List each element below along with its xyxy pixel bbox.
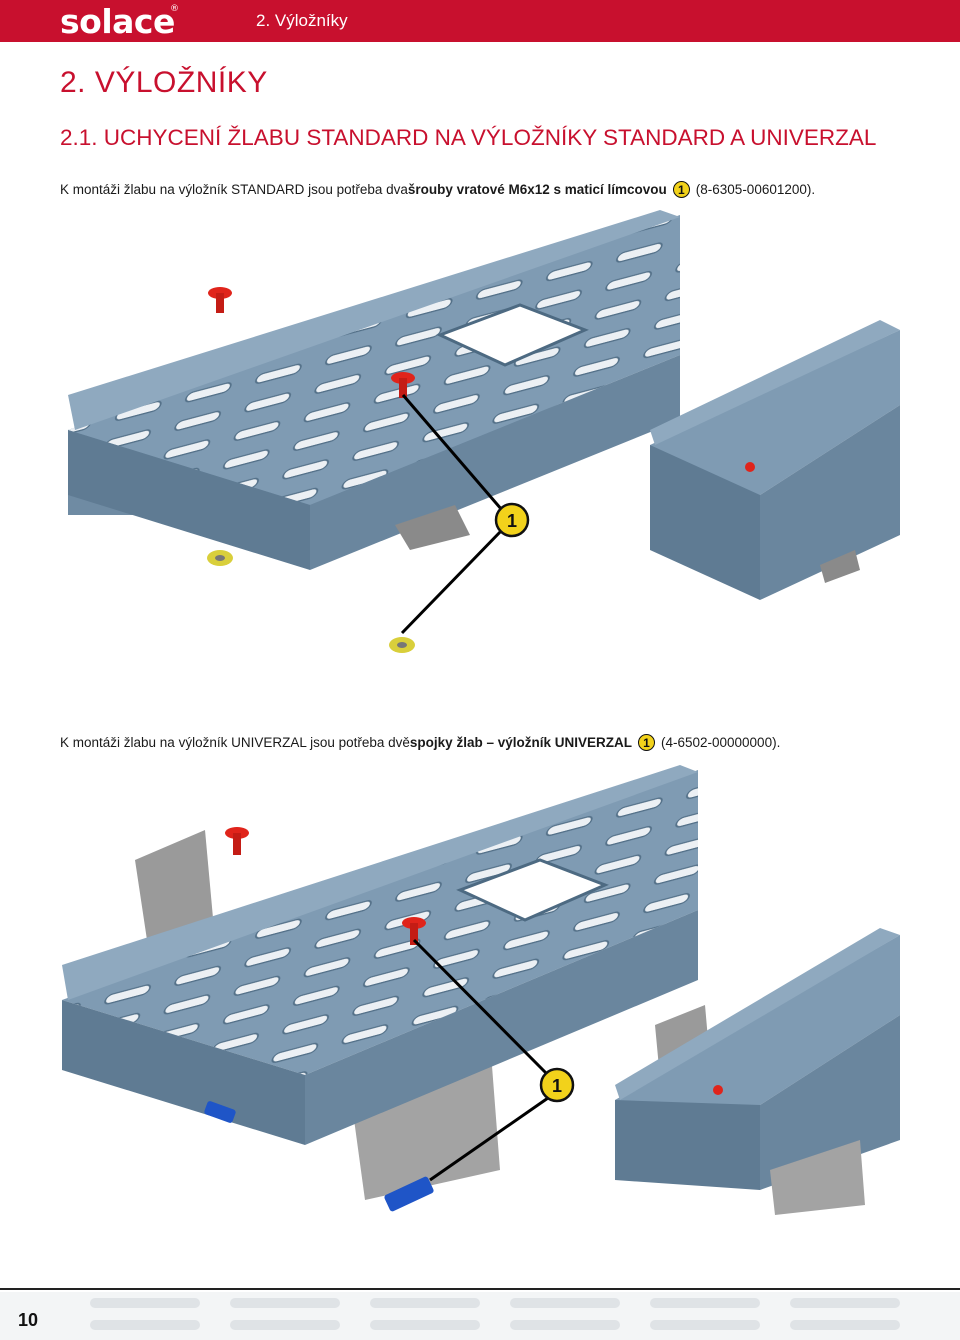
paragraph-bold: spojky žlab – výložník UNIVERZAL <box>409 735 632 750</box>
section-title: 2.1. UCHYCENÍ ŽLABU STANDARD NA VÝLOŽNÍK… <box>60 125 877 150</box>
callout-number: 1 <box>552 1076 562 1096</box>
tray-back-lip <box>68 210 680 430</box>
paragraph-univerzal: K montáži žlabu na výložník UNIVERZAL js… <box>60 734 780 751</box>
paragraph-text: K montáži žlabu na výložník STANDARD jso… <box>60 182 408 197</box>
footer-decoration <box>0 1288 960 1340</box>
flange-nut-icon <box>389 637 415 653</box>
brand-logo: solace <box>60 2 175 41</box>
tray-side-wall-right <box>310 355 680 570</box>
carriage-bolt-icon <box>402 917 426 945</box>
carriage-bolt-icon <box>713 1085 723 1095</box>
paragraph-bold: šrouby vratové M6x12 s maticí límcovou <box>407 182 667 197</box>
paragraph-standard: K montáži žlabu na výložník STANDARD jso… <box>60 181 815 198</box>
inset-tray-illustration <box>650 320 900 600</box>
carriage-bolt-icon <box>391 372 415 398</box>
callout-circle <box>539 1067 575 1103</box>
callout-number: 1 <box>507 511 517 531</box>
carriage-bolt-icon <box>208 287 232 313</box>
callout-badge: 1 <box>637 734 655 751</box>
registered-mark: ® <box>170 4 179 14</box>
paragraph-text: K montáži žlabu na výložník UNIVERZAL js… <box>60 735 410 750</box>
header-section-label: 2. Výložníky <box>256 11 348 30</box>
callout-circle <box>494 502 530 538</box>
chapter-title: 2. VÝLOŽNÍKY <box>60 66 268 99</box>
tray-back-lip <box>62 765 698 1000</box>
inset-tray-illustration <box>615 928 900 1215</box>
carriage-bolt-icon <box>225 827 249 855</box>
part-number: (4-6502-00000000). <box>660 735 781 750</box>
connector-icon <box>204 1101 236 1123</box>
univerzal-assembly-illustration: 1 <box>62 765 900 1215</box>
connector-icon <box>384 1176 434 1212</box>
flange-nut-icon <box>207 550 233 566</box>
callout-badge: 1 <box>672 181 690 198</box>
header-bar: solace ® 2. Výložníky <box>0 0 960 42</box>
tray-cutout <box>456 858 609 922</box>
bracket-icon <box>395 505 470 550</box>
carriage-bolt-icon <box>745 462 755 472</box>
standard-assembly-illustration: 1 <box>68 210 900 653</box>
part-number: (8-6305-00601200). <box>695 182 816 197</box>
tray-side-wall <box>68 430 310 570</box>
tray-side-wall <box>62 1000 305 1145</box>
page-number: 10 <box>18 1310 39 1330</box>
tray-cutout <box>436 303 589 367</box>
